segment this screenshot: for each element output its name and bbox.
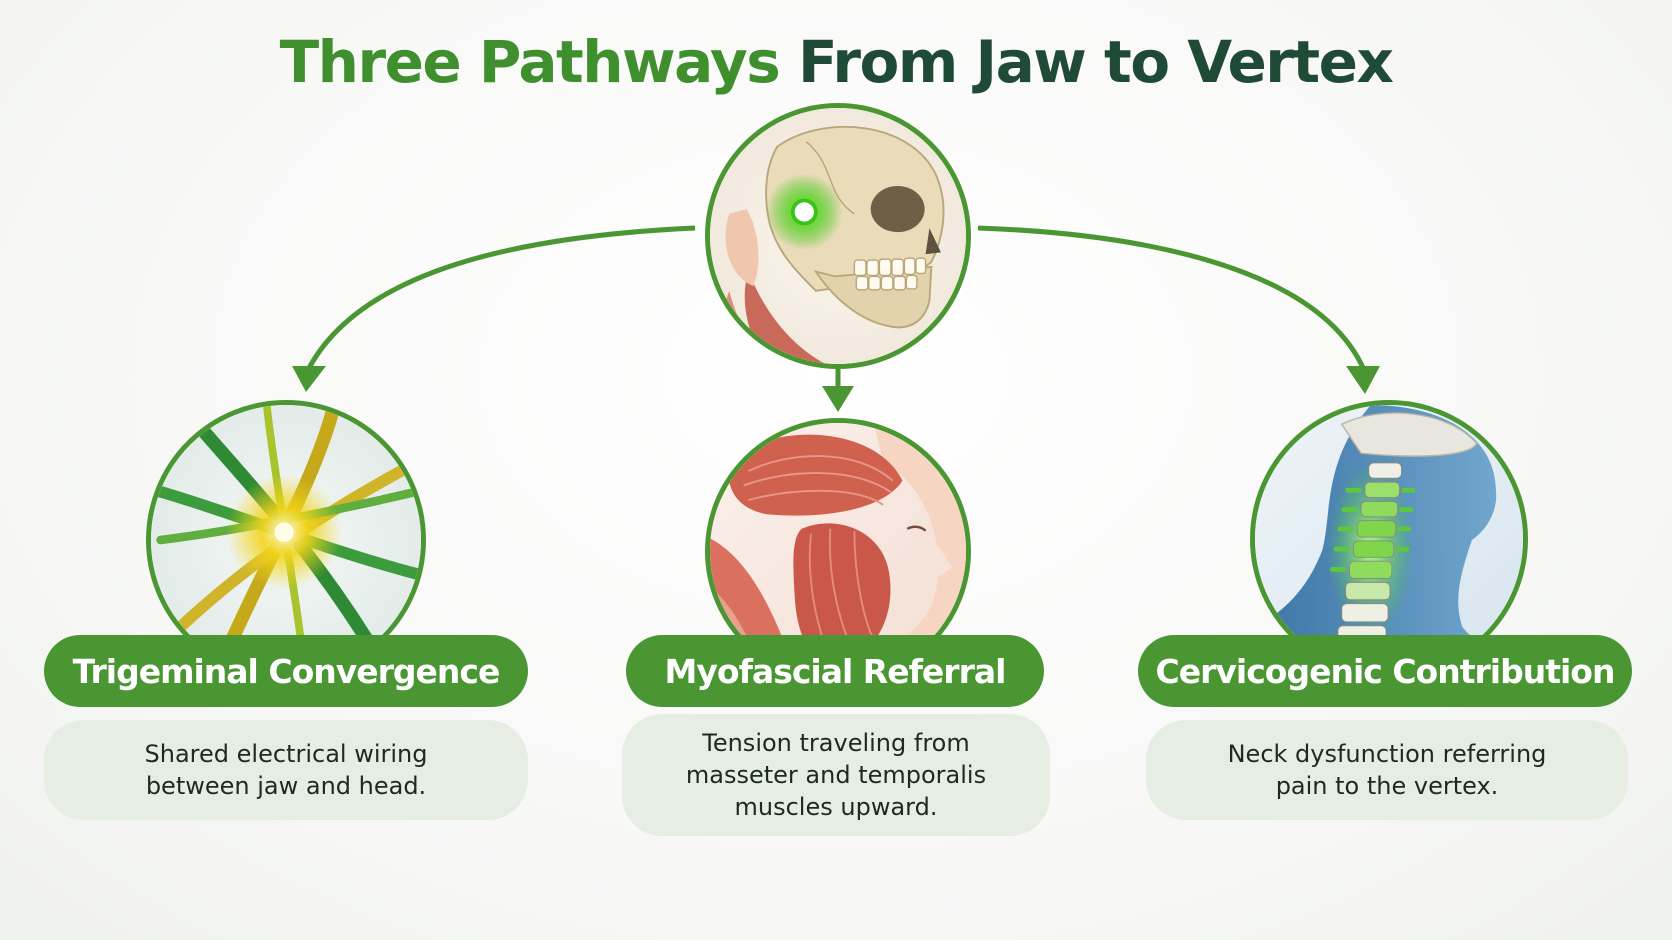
pathway-2-description: Tension traveling from masseter and temp… — [622, 714, 1050, 836]
page-title: Three Pathways From Jaw to Vertex — [0, 22, 1672, 102]
arrow-right — [977, 225, 1367, 372]
pathway-3-circle — [1250, 400, 1528, 678]
arrowhead-left — [292, 366, 326, 392]
pathway-1-label-text: Trigeminal Convergence — [72, 651, 501, 691]
pathway-1-desc-line-2: between jaw and head. — [145, 772, 427, 800]
center-circle — [705, 103, 971, 369]
pathway-1-circle — [146, 400, 426, 680]
pathway-1-description: Shared electrical wiring between jaw and… — [44, 720, 528, 820]
arrow-left — [305, 225, 696, 372]
pathway-3-description: Neck dysfunction referring pain to the v… — [1146, 720, 1628, 820]
pathway-1-label: Trigeminal Convergence — [44, 635, 528, 707]
pathway-3-desc-line-1: Neck dysfunction referring — [1227, 740, 1547, 768]
arrowhead-center — [822, 386, 854, 412]
pathway-3-label: Cervicogenic Contribution — [1138, 635, 1632, 707]
nerve-convergence-icon — [151, 405, 421, 675]
pathway-2-desc-line-3: muscles upward. — [734, 793, 938, 821]
pathway-2-desc-line-2: masseter and temporalis — [685, 761, 987, 789]
skull-jaw-icon — [710, 108, 966, 364]
pathway-2-label: Myofascial Referral — [626, 635, 1044, 707]
pathway-2-label-text: Myofascial Referral — [664, 651, 1007, 691]
pathway-3-label-text: Cervicogenic Contribution — [1155, 651, 1616, 691]
pathway-2-desc-line-1: Tension traveling from — [702, 729, 970, 757]
pathway-3-desc-line-2: pain to the vertex. — [1275, 772, 1499, 800]
cervical-spine-icon — [1255, 405, 1523, 673]
title-part-1: Three Pathways — [279, 28, 798, 96]
title-part-2: From Jaw to Vertex — [798, 28, 1394, 96]
arrowhead-right — [1346, 366, 1380, 394]
pathway-1-desc-line-1: Shared electrical wiring — [144, 740, 428, 768]
